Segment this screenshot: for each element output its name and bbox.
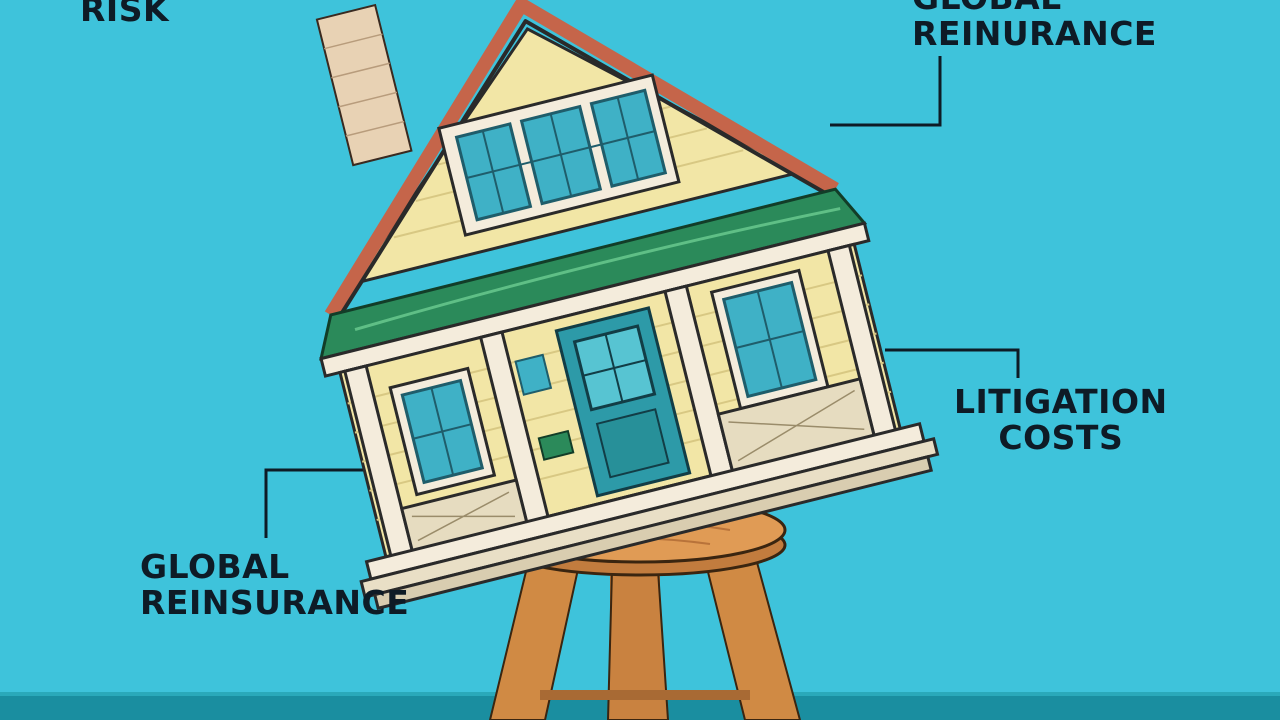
house: [315, 0, 940, 611]
label-risk-text: RISK: [80, 0, 170, 29]
label-bottom-line2: REINSURANCE: [140, 583, 410, 622]
left-window: [388, 366, 497, 497]
connector-bottom-left: [264, 468, 400, 538]
label-litigation-line2: COSTS: [998, 418, 1124, 457]
label-top-line1: GLOBAL: [912, 0, 1157, 16]
label-global-reinsurance-top: GLOBAL REINURANCE: [912, 0, 1157, 52]
label-top-line2: REINURANCE: [912, 14, 1157, 53]
label-global-reinsurance-bottom: GLOBAL REINSURANCE: [140, 549, 409, 621]
label-risk: RISK: [80, 0, 169, 28]
connector-lines: [264, 56, 1020, 538]
label-litigation-line1: LITIGATION: [954, 382, 1168, 421]
connector-right: [885, 348, 1020, 378]
chimney: [315, 3, 413, 167]
front-door: [554, 306, 692, 498]
label-litigation-costs: LITIGATION COSTS: [954, 384, 1168, 456]
right-window: [709, 268, 830, 411]
upper-bay-windows: [437, 73, 681, 237]
label-bottom-line1: GLOBAL: [140, 547, 290, 586]
connector-top-right: [830, 56, 942, 127]
roof-edge: [324, 0, 839, 319]
porch-columns: [343, 243, 900, 568]
porch-railings: [399, 377, 877, 555]
